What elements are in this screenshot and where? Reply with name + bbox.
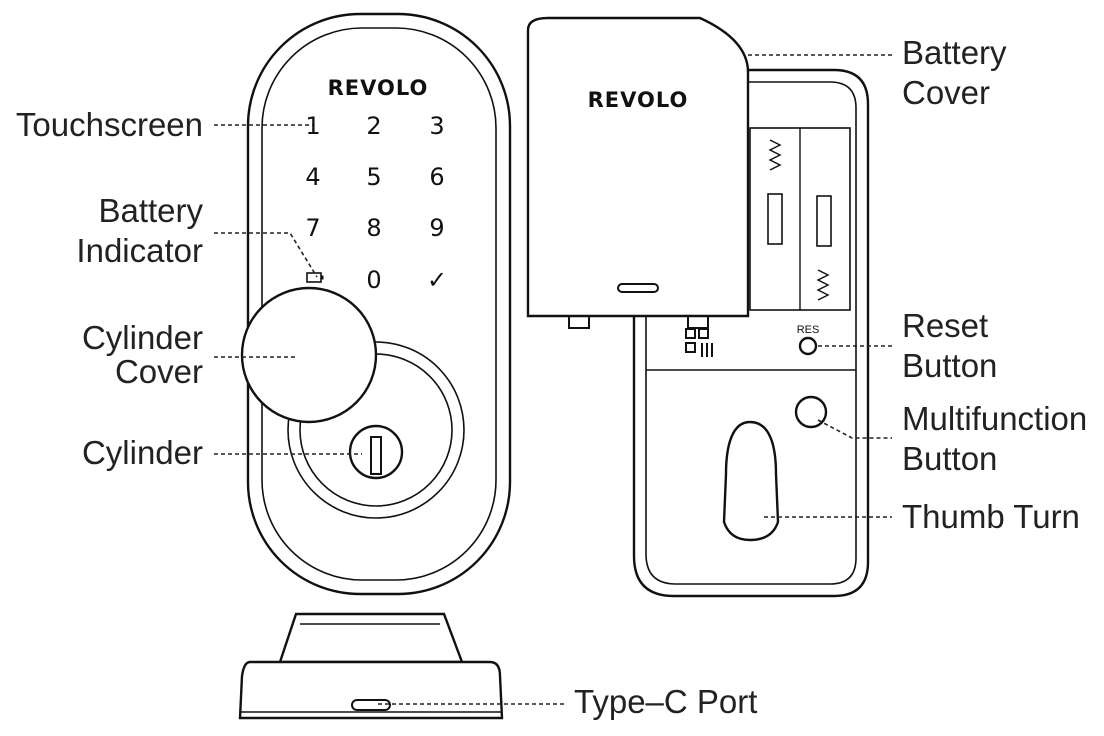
brand-logo-front: REVOLO	[328, 76, 429, 100]
key-2[interactable]: 2	[366, 112, 381, 140]
key-0[interactable]: 0	[366, 266, 381, 294]
side-view-unit	[238, 612, 504, 720]
type-c-port[interactable]	[351, 699, 391, 711]
label-battery-indicator-line1: Battery	[98, 192, 203, 229]
leader-lines	[214, 54, 892, 705]
battery-polarity-right-icon	[816, 195, 832, 247]
key-3[interactable]: 3	[429, 112, 444, 140]
res-label: RES	[797, 324, 820, 336]
label-reset-button-line1: Reset	[902, 307, 988, 344]
reset-button[interactable]	[798, 336, 818, 356]
qr-code-icon	[683, 324, 719, 364]
label-type-c-port: Type–C Port	[574, 683, 757, 720]
spring-right-icon	[816, 269, 830, 301]
battery-cover: REVOLO	[526, 16, 750, 329]
brand-logo-cover: REVOLO	[588, 88, 689, 112]
key-6[interactable]: 6	[429, 163, 444, 191]
label-thumb-turn: Thumb Turn	[902, 498, 1080, 535]
key-4[interactable]: 4	[305, 163, 320, 191]
key-9[interactable]: 9	[429, 214, 444, 242]
label-cylinder-cover-line2: Cover	[115, 353, 203, 390]
keyhole	[370, 436, 382, 475]
battery-polarity-left-icon	[767, 193, 783, 245]
label-battery-indicator-line2: Indicator	[76, 232, 203, 269]
label-battery-cover-line1: Battery	[902, 34, 1007, 71]
battery-compartment	[749, 127, 851, 311]
keypad-touchscreen[interactable]: 1 2 3 4 5 6 7 8 9 0 ✓	[305, 112, 447, 294]
label-reset-button-line2: Button	[902, 347, 997, 384]
exterior-keypad-unit: REVOLO 1 2 3 4 5 6 7 8 9 0 ✓	[240, 12, 512, 596]
cover-latch[interactable]	[617, 283, 659, 293]
key-5[interactable]: 5	[366, 163, 381, 191]
label-cylinder-cover-line1: Cylinder	[82, 319, 203, 356]
label-multifunction-button-line2: Button	[902, 440, 997, 477]
label-cylinder: Cylinder	[82, 434, 203, 471]
key-1[interactable]: 1	[305, 112, 320, 140]
label-battery-cover-line2: Cover	[902, 74, 990, 111]
cylinder-cover[interactable]	[240, 286, 378, 424]
key-confirm[interactable]: ✓	[427, 266, 447, 294]
thumb-turn[interactable]	[722, 420, 780, 542]
label-touchscreen: Touchscreen	[16, 106, 203, 143]
label-multifunction-button-line1: Multifunction	[902, 400, 1087, 437]
key-7[interactable]: 7	[305, 214, 320, 242]
cylinder-ring-outer	[287, 341, 465, 519]
multifunction-button[interactable]	[794, 395, 828, 429]
key-8[interactable]: 8	[366, 214, 381, 242]
spring-left-icon	[768, 139, 782, 171]
